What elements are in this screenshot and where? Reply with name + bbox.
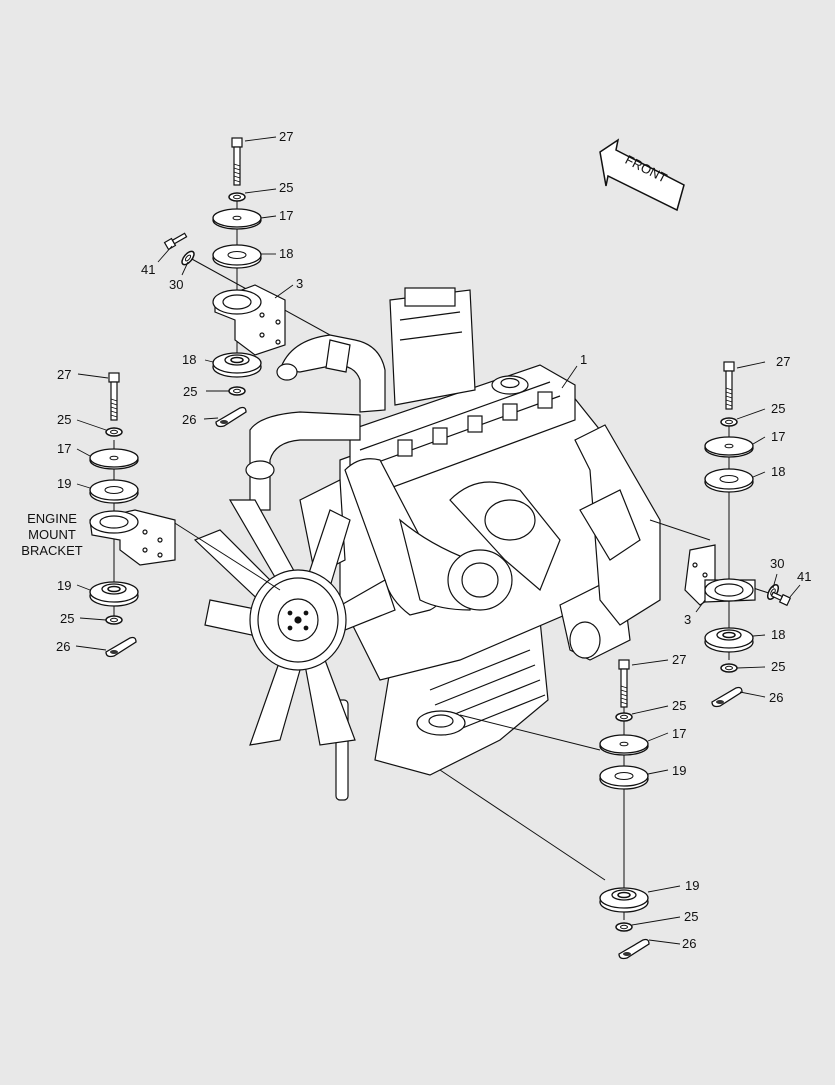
callout-17: 17 <box>771 429 785 444</box>
callout-17: 17 <box>57 441 71 456</box>
callout-41: 41 <box>797 569 811 584</box>
callout-27: 27 <box>279 129 293 144</box>
callout-3: 3 <box>296 276 303 291</box>
callout-25: 25 <box>684 909 698 924</box>
engine-lower-mount-boss <box>416 710 466 736</box>
mount-stack-top-left <box>163 137 286 428</box>
callout-17: 17 <box>279 208 293 223</box>
engine-assembly <box>245 287 661 801</box>
cooling-fan <box>193 499 396 746</box>
callout-3: 3 <box>684 612 691 627</box>
callout-1: 1 <box>580 352 587 367</box>
engine-mount-bracket <box>89 509 176 566</box>
callout-19: 19 <box>685 878 699 893</box>
mount-stack-right <box>684 361 792 708</box>
callout-leaders <box>75 136 801 945</box>
callout-numbers: 1 27 25 17 18 41 30 3 18 25 26 27 25 17 … <box>56 129 811 951</box>
callout-26: 26 <box>56 639 70 654</box>
callout-25: 25 <box>60 611 74 626</box>
callout-18: 18 <box>771 464 785 479</box>
bracket-label-line-3: BRACKET <box>21 543 82 558</box>
callout-41: 41 <box>141 262 155 277</box>
engine-mount-bracket-label: ENGINE MOUNT BRACKET <box>21 511 82 558</box>
callout-18: 18 <box>182 352 196 367</box>
callout-18: 18 <box>771 627 785 642</box>
callout-25: 25 <box>57 412 71 427</box>
callout-25: 25 <box>672 698 686 713</box>
front-arrow: FRONT <box>599 138 685 212</box>
callout-25: 25 <box>183 384 197 399</box>
callout-30: 30 <box>770 556 784 571</box>
callout-27: 27 <box>57 367 71 382</box>
callout-27: 27 <box>672 652 686 667</box>
callout-25: 25 <box>279 180 293 195</box>
callout-26: 26 <box>682 936 696 951</box>
callout-19: 19 <box>57 476 71 491</box>
callout-27: 27 <box>776 354 790 369</box>
callout-19: 19 <box>672 763 686 778</box>
callout-30: 30 <box>169 277 183 292</box>
callout-25: 25 <box>771 401 785 416</box>
mount-stack-left <box>89 372 176 658</box>
callout-26: 26 <box>769 690 783 705</box>
callout-25: 25 <box>771 659 785 674</box>
mount-bracket-right <box>684 544 756 606</box>
callout-19: 19 <box>57 578 71 593</box>
callout-18: 18 <box>279 246 293 261</box>
callout-17: 17 <box>672 726 686 741</box>
bracket-label-line-2: MOUNT <box>28 527 76 542</box>
bracket-label-line-1: ENGINE <box>27 511 77 526</box>
callout-26: 26 <box>182 412 196 427</box>
